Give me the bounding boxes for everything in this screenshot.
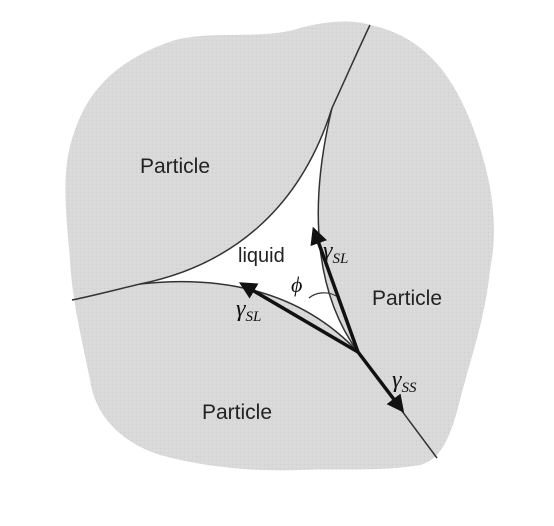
liquid-label: liquid [238, 245, 285, 267]
gamma-sl-up-subscript: SL [332, 251, 348, 267]
angle-phi-label: ϕ [291, 272, 302, 297]
grain-boundary-left [71, 283, 141, 301]
particle-top-left-label: Particle [140, 155, 210, 178]
liquid-region [140, 108, 358, 352]
tension-arrow-sl-left [238, 282, 359, 354]
gamma-sl-left-symbol: γ [236, 296, 246, 322]
gamma-sl-left-subscript: SL [245, 309, 261, 325]
gamma-sl-up-label: γSL [323, 238, 348, 267]
gamma-sl-up-symbol: γ [323, 238, 333, 264]
tension-arrow-ss [356, 350, 405, 413]
liquid-interface-upper [139, 107, 333, 285]
grain-boundary-top [331, 24, 371, 109]
gamma-ss-symbol: γ [392, 367, 402, 393]
tension-arrow-sl-up [310, 226, 360, 353]
gamma-sl-left-label: γSL [236, 296, 261, 325]
particle-bottom-label: Particle [202, 401, 272, 424]
particle-right-label: Particle [372, 287, 442, 310]
angle-arc [308, 292, 337, 299]
gamma-ss-label: γSS [392, 367, 417, 396]
gamma-ss-subscript: SS [401, 380, 417, 396]
